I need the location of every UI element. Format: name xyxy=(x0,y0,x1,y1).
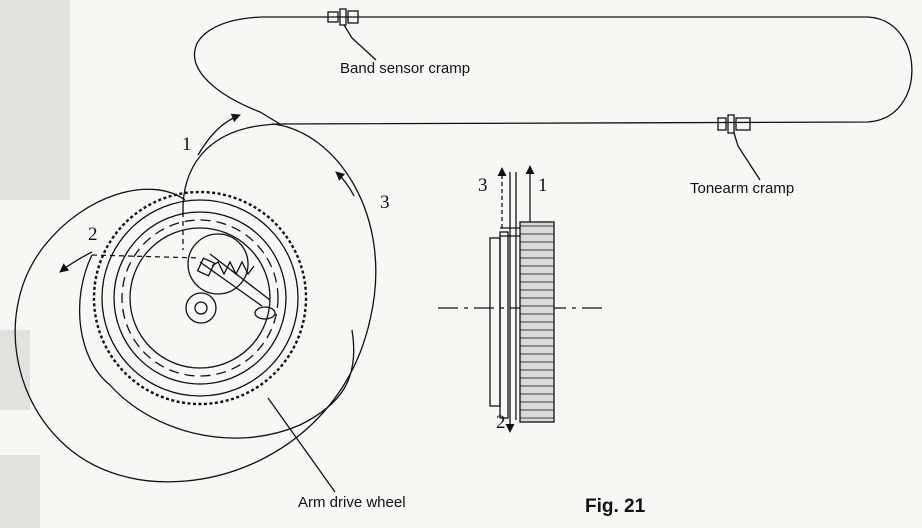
cam-outer-curve xyxy=(14,123,377,483)
wheel-dashed xyxy=(121,219,279,377)
band-wire-left-loop xyxy=(193,16,281,125)
spring-end xyxy=(254,306,276,320)
arrow-1-label: 1 xyxy=(182,134,192,155)
arrow-2 xyxy=(59,251,93,273)
band-dashed-inner xyxy=(91,254,201,259)
pivot-inner xyxy=(194,301,208,315)
gear-rim xyxy=(101,199,299,397)
leader-tonearm xyxy=(737,145,761,181)
band-inner-path xyxy=(182,123,281,213)
side-view xyxy=(438,165,606,433)
tonearm-cramp-part xyxy=(717,114,751,147)
spring-arm xyxy=(199,261,263,307)
wheel-hub-ring xyxy=(129,227,271,369)
arrow-1 xyxy=(197,113,241,156)
side-1-label: 1 xyxy=(538,175,548,196)
arrow-2-label: 2 xyxy=(88,224,98,245)
wheel-inner xyxy=(113,211,287,385)
scan-shadow-bottom xyxy=(0,455,40,528)
arm-drive-wheel-label: Arm drive wheel xyxy=(298,494,406,511)
side-2-label: 2 xyxy=(496,412,506,433)
band-around-wheel xyxy=(78,254,355,439)
figure-caption: Fig. 21 xyxy=(585,496,646,517)
tonearm-cramp-label: Tonearm cramp xyxy=(690,180,795,197)
band-sensor-cramp-label: Band sensor cramp xyxy=(340,60,471,77)
arrow-3 xyxy=(335,171,355,197)
cam-disc xyxy=(187,233,249,295)
gear-outer xyxy=(92,190,308,406)
arrow-3-label: 3 xyxy=(380,192,390,213)
band-wire-top xyxy=(262,16,913,125)
band-sensor-cramp-part xyxy=(327,8,359,39)
leader-arm-drive xyxy=(267,397,336,493)
spring-arm-b xyxy=(209,253,271,301)
pivot-outer xyxy=(185,292,217,324)
spring xyxy=(211,260,255,276)
scan-shadow-top xyxy=(0,0,70,200)
leader-band-sensor xyxy=(351,37,377,61)
side-3-label: 3 xyxy=(478,175,488,196)
